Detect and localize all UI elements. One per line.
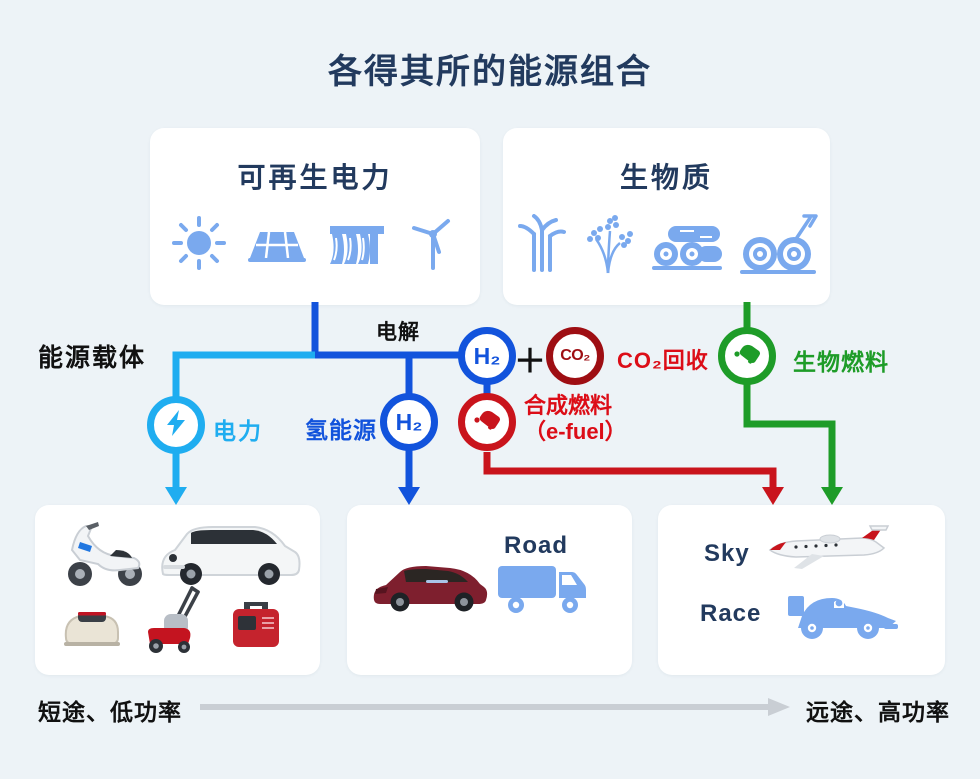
renewable-electricity-box: 可再生电力 (150, 128, 480, 305)
sun-icon (170, 214, 228, 277)
h2-electrolysis-node: H₂ (458, 327, 516, 385)
portable-power-station-photo (228, 600, 284, 655)
lawn-mower-photo (142, 584, 202, 659)
hydro-dam-icon (326, 214, 388, 277)
electric-scooter-photo (58, 516, 150, 595)
solar-panel-icon (246, 214, 308, 277)
wind-turbine-icon (406, 214, 460, 277)
co2-node: CO₂ (546, 327, 604, 385)
truck-icon (496, 560, 590, 621)
fuel-pump-icon (473, 407, 501, 438)
energy-carrier-section-label: 能源载体 (38, 344, 147, 372)
h2-symbol: H₂ (395, 408, 423, 435)
electric-city-car-photo (155, 518, 303, 593)
electricity-label: 电力 (213, 418, 263, 444)
lightning-bolt-icon (163, 409, 189, 442)
fcev-sedan-photo (368, 556, 490, 619)
biomass-box: 生物质 (503, 128, 830, 305)
straw-bales-icon (738, 212, 818, 281)
page-title: 各得其所的能源组合 (328, 53, 652, 91)
race-label: Race (700, 600, 762, 627)
biomass-label: 生物质 (619, 162, 713, 193)
biomass-icons-row (503, 212, 830, 281)
road-label: Road (504, 532, 568, 559)
efuel-label-line1: 合成燃料 (524, 393, 613, 418)
biofuel-node (718, 327, 776, 385)
co2-recovery-label: CO₂回收 (617, 348, 709, 373)
robotic-mower-photo (60, 602, 122, 655)
fuel-pump-icon (733, 341, 761, 372)
arrow-efuel (762, 487, 784, 505)
co2-symbol: CO₂ (560, 347, 590, 364)
axis-arrow (200, 698, 790, 716)
arrow-hydrogen (398, 487, 420, 505)
formula-car-icon (784, 590, 900, 647)
business-jet-photo (766, 524, 894, 581)
hydrogen-node: H₂ (380, 393, 438, 451)
sugarcane-icon (516, 214, 566, 279)
axis-left-label: 短途、低功率 (38, 699, 182, 725)
electrolysis-label: 电解 (376, 321, 420, 344)
sky-label: Sky (704, 540, 750, 567)
efuel-node (458, 393, 516, 451)
renewable-electricity-label: 可再生电力 (237, 162, 393, 193)
hydrogen-label: 氢能源 (305, 417, 377, 443)
renewable-icons-row (150, 214, 480, 277)
h2-symbol: H₂ (473, 342, 501, 369)
biofuel-label: 生物燃料 (793, 349, 889, 375)
logs-icon (650, 214, 724, 279)
rapeseed-flower-icon (580, 213, 636, 280)
electricity-node (147, 396, 205, 454)
plus-sign: ＋ (514, 343, 547, 379)
efuel-label: 合成燃料 （e-fuel） (524, 393, 627, 445)
arrow-biofuel (821, 487, 843, 505)
efuel-label-line2: （e-fuel） (524, 419, 627, 444)
sky-race-box (658, 505, 945, 675)
arrow-electricity (165, 487, 187, 505)
axis-right-label: 远途、高功率 (806, 699, 950, 725)
